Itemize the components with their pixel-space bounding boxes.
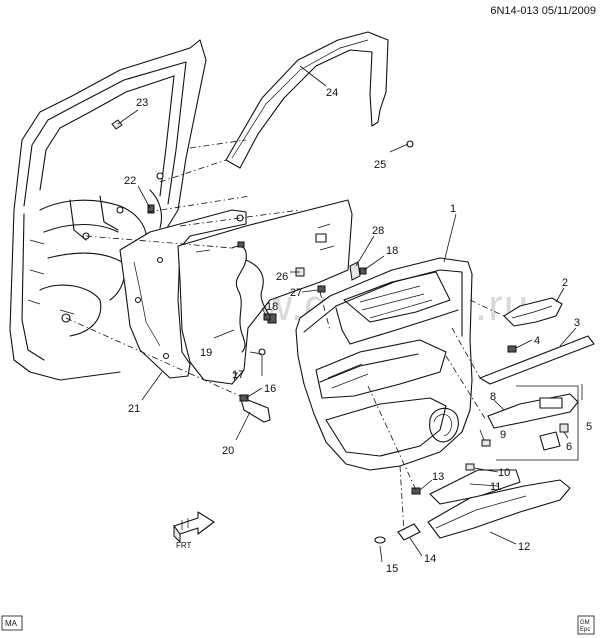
part-8-switch-bezel (487, 393, 579, 429)
corner-badge: MA (1, 615, 23, 631)
logo-line-1: GM (580, 620, 590, 626)
drawing-id: 6N14-013 (490, 5, 538, 17)
part-13-screw (411, 487, 421, 495)
front-arrow-icon: FRT (173, 511, 215, 550)
part-11-armrest-bracket (429, 469, 521, 505)
part-1-door-trim-panel (295, 257, 473, 471)
part-21-water-deflector (119, 209, 247, 379)
gm-logo-icon: GM Epc (577, 615, 595, 635)
part-22-clip (147, 204, 155, 214)
callout-16: 16 (264, 383, 276, 395)
callout-20: 20 (222, 445, 234, 457)
part-6-clip (559, 423, 569, 433)
callout-12: 12 (518, 541, 530, 553)
part-15-plug (374, 536, 386, 544)
callout-7: 7 (232, 371, 238, 383)
callout-14: 14 (424, 553, 436, 565)
callout-24: 24 (326, 87, 338, 99)
part-18-retainer-a (263, 313, 271, 321)
callout-23: 23 (136, 97, 148, 109)
callout-1: 1 (450, 203, 456, 215)
callout-6: 6 (566, 441, 572, 453)
callout-4: 4 (534, 335, 540, 347)
part-17-fastener (258, 348, 266, 356)
part-27-screw (317, 285, 326, 293)
callout-19: 19 (200, 347, 212, 359)
alignment-lines (65, 139, 505, 533)
part-25-plug (406, 140, 414, 148)
callout-17: 17 (232, 369, 244, 381)
drawing-header: 6N14-013 05/11/2009 (490, 5, 596, 17)
part-14-clip (397, 523, 421, 541)
callout-21: 21 (128, 403, 140, 415)
callout-18a: 18 (266, 301, 278, 313)
logo-line-2: Epc (580, 627, 590, 633)
callout-5: 5 (586, 421, 592, 433)
callout-18b: 18 (386, 245, 398, 257)
callout-11: 11 (490, 481, 501, 493)
leader-lines (117, 65, 583, 563)
callout-25: 25 (374, 159, 386, 171)
part-18-retainer-b (359, 267, 367, 275)
callout-13: 13 (432, 471, 444, 483)
part-10-clip (465, 463, 475, 471)
part-24-window-frame-trim (225, 31, 389, 169)
callout-28: 28 (372, 225, 384, 237)
door-frame-illustration (9, 39, 207, 381)
part-28-bracket (349, 261, 361, 281)
front-label: FRT (176, 541, 192, 550)
part-9-clip (481, 439, 491, 447)
callout-9: 9 (500, 429, 506, 441)
callout-2: 2 (562, 277, 568, 289)
part-7-switch (539, 431, 561, 451)
callout-15: 15 (386, 563, 398, 575)
callout-27: 27 (290, 287, 302, 299)
part-16-fastener (239, 394, 249, 402)
part-12-armrest-pad (427, 479, 571, 539)
part-4-screw (507, 345, 517, 353)
callout-labels: 1 2 3 4 5 6 7 8 9 10 11 12 13 14 15 16 1… (124, 87, 592, 575)
drawing-date: 05/11/2009 (542, 5, 596, 17)
callout-3: 3 (574, 317, 580, 329)
part-5-group-bracket (496, 385, 579, 461)
callout-8: 8 (490, 391, 496, 403)
callout-22: 22 (124, 175, 136, 187)
corner-badge-text: MA (5, 619, 18, 628)
part-inner-trim-panel (177, 199, 353, 385)
part-23-clip (111, 119, 123, 130)
callout-10: 10 (498, 467, 510, 479)
svg-text:6N14-013 05/11/2009: 6N14-013 05/11/2009 (490, 5, 596, 17)
part-3-trim-strip (479, 335, 595, 385)
callout-26: 26 (276, 271, 288, 283)
part-19-wiring-harness (231, 245, 247, 353)
